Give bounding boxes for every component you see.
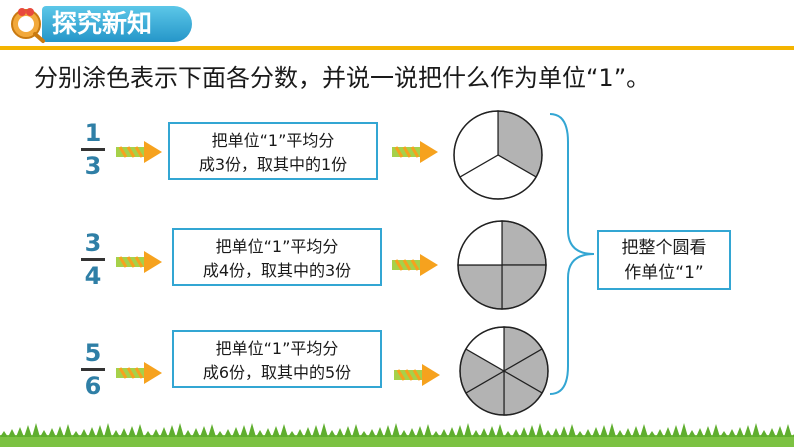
box-line: 把单位“1”平均分 <box>215 237 339 256</box>
box-line: 把单位“1”平均分 <box>211 131 335 150</box>
note-line: 作单位“1” <box>624 263 704 283</box>
instruction-box-row-1: 把单位“1”平均分 成3份，取其中的1份 <box>168 122 378 180</box>
arrow-right-icon <box>116 251 162 273</box>
grass-border-decoration <box>0 423 794 447</box>
fraction-one-third: 1 3 <box>78 120 108 179</box>
box-line: 把单位“1”平均分 <box>215 339 339 358</box>
instruction-box-row-2: 把单位“1”平均分 成4份，取其中的3份 <box>172 228 382 286</box>
circle-diagram-thirds <box>453 110 543 200</box>
fraction-numerator: 5 <box>84 339 102 367</box>
fraction-bar <box>81 148 105 151</box>
fraction-denominator: 6 <box>84 372 102 400</box>
fraction-five-sixths: 5 6 <box>78 340 108 399</box>
circle-diagram-sixths <box>459 326 549 416</box>
arrow-right-icon <box>116 362 162 384</box>
page-title: 探究新知 <box>42 6 192 42</box>
fraction-denominator: 3 <box>84 152 102 180</box>
magnifier-logo-icon <box>11 8 45 43</box>
fraction-bar <box>81 368 105 371</box>
arrow-right-icon <box>392 254 438 276</box>
instruction-text: 分别涂色表示下面各分数，并说一说把什么作为单位“1”。 <box>34 64 651 92</box>
arrow-right-icon <box>392 141 438 163</box>
fraction-bar <box>81 258 105 261</box>
fraction-three-quarters: 3 4 <box>78 230 108 289</box>
grouping-brace <box>549 113 595 395</box>
fraction-denominator: 4 <box>84 262 102 290</box>
arrow-right-icon <box>394 364 440 386</box>
circle-diagram-quarters <box>457 220 547 310</box>
instruction-box-row-3: 把单位“1”平均分 成6份，取其中的5份 <box>172 330 382 388</box>
fraction-numerator: 1 <box>84 119 102 147</box>
note-line: 把整个圆看 <box>621 238 707 258</box>
box-line: 成4份，取其中的3份 <box>202 261 352 280</box>
header-underline <box>0 46 794 50</box>
box-line: 成6份，取其中的5份 <box>202 363 352 382</box>
arrow-right-icon <box>116 141 162 163</box>
unit-one-note-box: 把整个圆看 作单位“1” <box>597 230 731 290</box>
box-line: 成3份，取其中的1份 <box>198 155 348 174</box>
fraction-numerator: 3 <box>84 229 102 257</box>
